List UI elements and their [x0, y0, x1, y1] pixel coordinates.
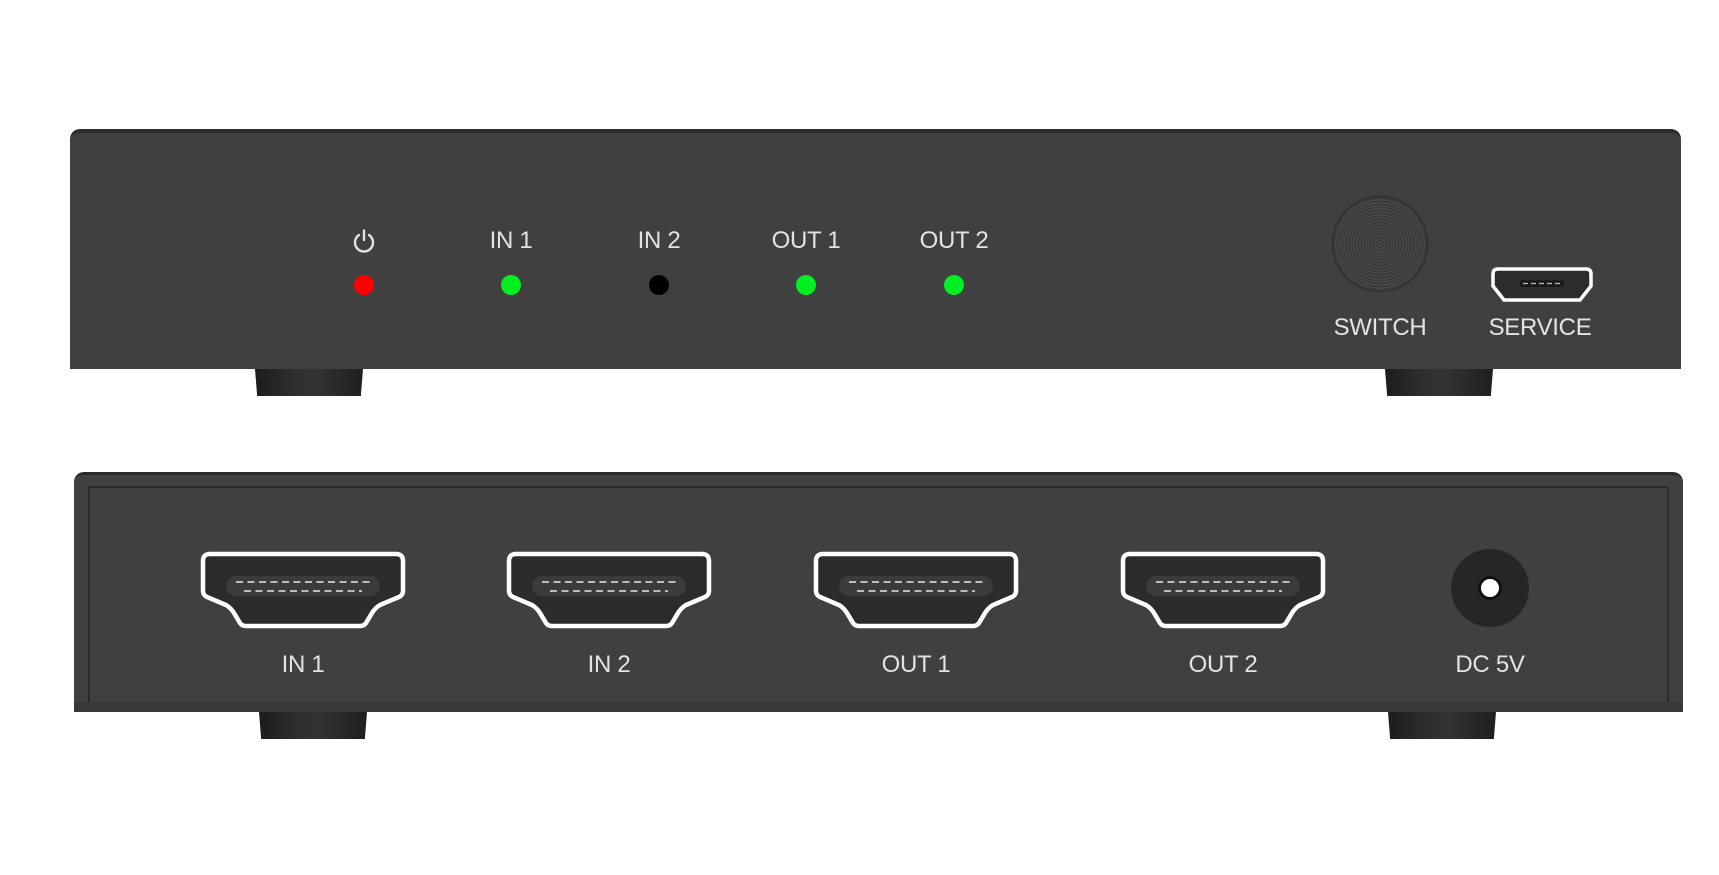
hdmi-out1-port[interactable]	[813, 551, 1019, 629]
hdmi-out2-port[interactable]	[1120, 551, 1326, 629]
switch-button[interactable]	[1332, 196, 1428, 292]
power-icon	[353, 229, 375, 253]
front-right-foot	[1385, 369, 1493, 396]
hdmi-in1-port[interactable]	[200, 551, 406, 629]
rear-left-foot	[259, 712, 367, 739]
in2-indicator-label: IN 2	[637, 227, 681, 254]
hdmi-in1-label: IN 1	[281, 651, 325, 678]
out2-led	[944, 275, 964, 295]
service-usb-port[interactable]	[1490, 266, 1594, 304]
dc-5v-label: DC 5V	[1455, 651, 1525, 678]
in1-indicator-label: IN 1	[489, 227, 533, 254]
dc-jack-pin	[1478, 576, 1502, 600]
power-led	[354, 275, 374, 295]
service-label: SERVICE	[1488, 314, 1592, 341]
front-left-foot	[255, 369, 363, 396]
rear-panel-inset	[88, 486, 1669, 702]
out1-led	[796, 275, 816, 295]
switch-label: SWITCH	[1333, 314, 1427, 341]
out2-indicator-label: OUT 2	[919, 227, 989, 254]
rear-panel: IN 1 IN 2 OUT 1 OUT 2 DC 5V	[74, 472, 1683, 712]
dc-power-jack[interactable]	[1451, 549, 1529, 627]
hdmi-out2-label: OUT 2	[1188, 651, 1258, 678]
front-panel: IN 1 IN 2 OUT 1 OUT 2 SWITCH SERVICE	[70, 129, 1681, 369]
in1-led	[501, 275, 521, 295]
in2-led	[649, 275, 669, 295]
rear-panel-lip	[74, 702, 1683, 712]
rear-right-foot	[1388, 712, 1496, 739]
out1-indicator-label: OUT 1	[771, 227, 841, 254]
hdmi-in2-port[interactable]	[506, 551, 712, 629]
hdmi-in2-label: IN 2	[587, 651, 631, 678]
hdmi-out1-label: OUT 1	[881, 651, 951, 678]
